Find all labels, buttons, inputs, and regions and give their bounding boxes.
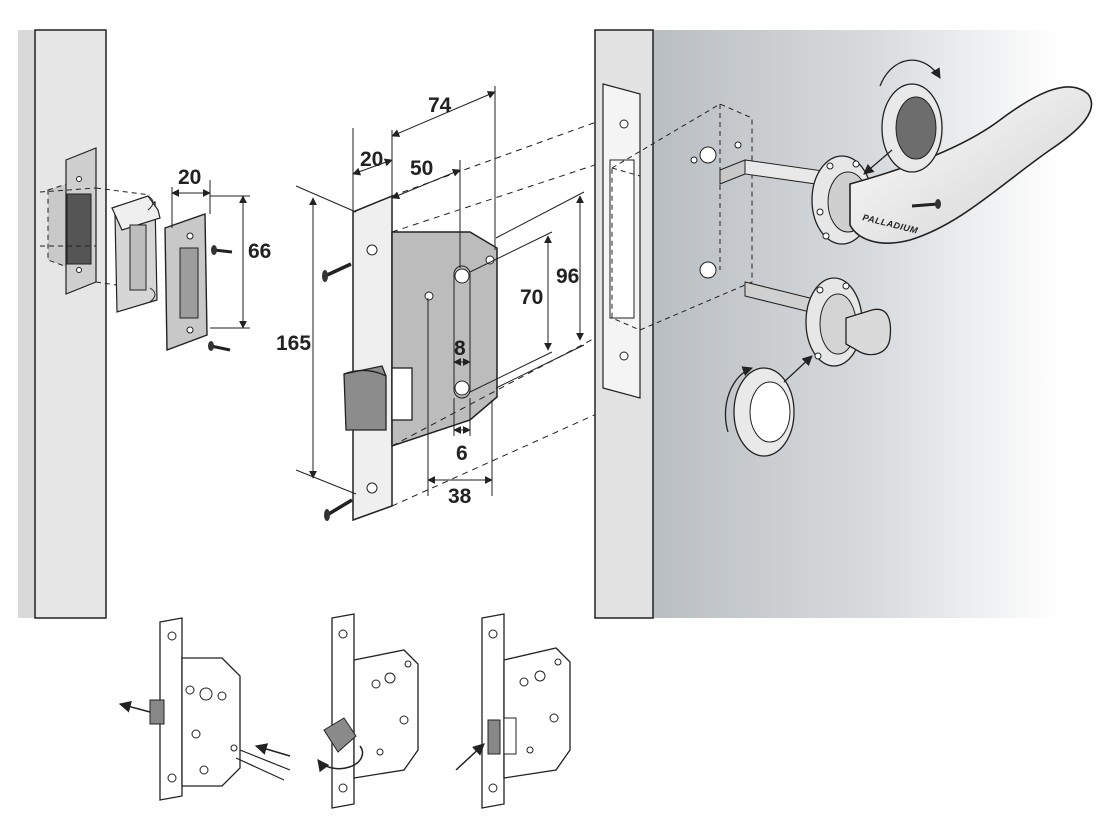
handle-screw — [911, 199, 941, 209]
bottom-offset-label: 38 — [448, 485, 472, 508]
strike-box — [111, 195, 161, 313]
door-frame-jamb — [18, 29, 107, 619]
backset-label: 50 — [410, 157, 433, 180]
strike-screw-bottom — [208, 341, 231, 352]
dim-height-lines — [295, 185, 585, 495]
strike-screw-top — [211, 245, 233, 255]
faceplate-screw-top — [322, 262, 352, 282]
door-mortise-outline — [602, 83, 753, 399]
key-slot-label: 6 — [456, 442, 468, 465]
thumbturn-cover-ring — [724, 355, 813, 457]
spindle-size-label: 8 — [454, 337, 466, 360]
strike-width-label: 20 — [178, 166, 201, 189]
step-3-lock — [455, 613, 571, 809]
handle-spindle — [719, 159, 831, 187]
lock-height-label: 96 — [556, 265, 579, 288]
center-distance-label: 70 — [520, 286, 543, 309]
latch-bolt — [343, 365, 413, 431]
step-1-lock — [118, 617, 291, 801]
dim-strike-height — [210, 195, 250, 329]
lock-faceplate — [352, 194, 393, 522]
handle-cover-ring — [863, 59, 943, 175]
case-depth-label: 74 — [428, 94, 452, 117]
strike-plate — [164, 213, 208, 352]
faceplate-screw-bottom — [324, 498, 353, 521]
thumbturn-knob — [845, 308, 892, 356]
lever-handle: PALLADIUM — [849, 86, 1093, 244]
edge-width-label: 20 — [360, 148, 383, 171]
strike-height-label: 66 — [248, 240, 271, 263]
case-height-label: 165 — [276, 332, 311, 355]
lock-case — [391, 231, 498, 448]
step-2-lock — [317, 613, 419, 809]
dim-strike-width — [171, 180, 211, 228]
